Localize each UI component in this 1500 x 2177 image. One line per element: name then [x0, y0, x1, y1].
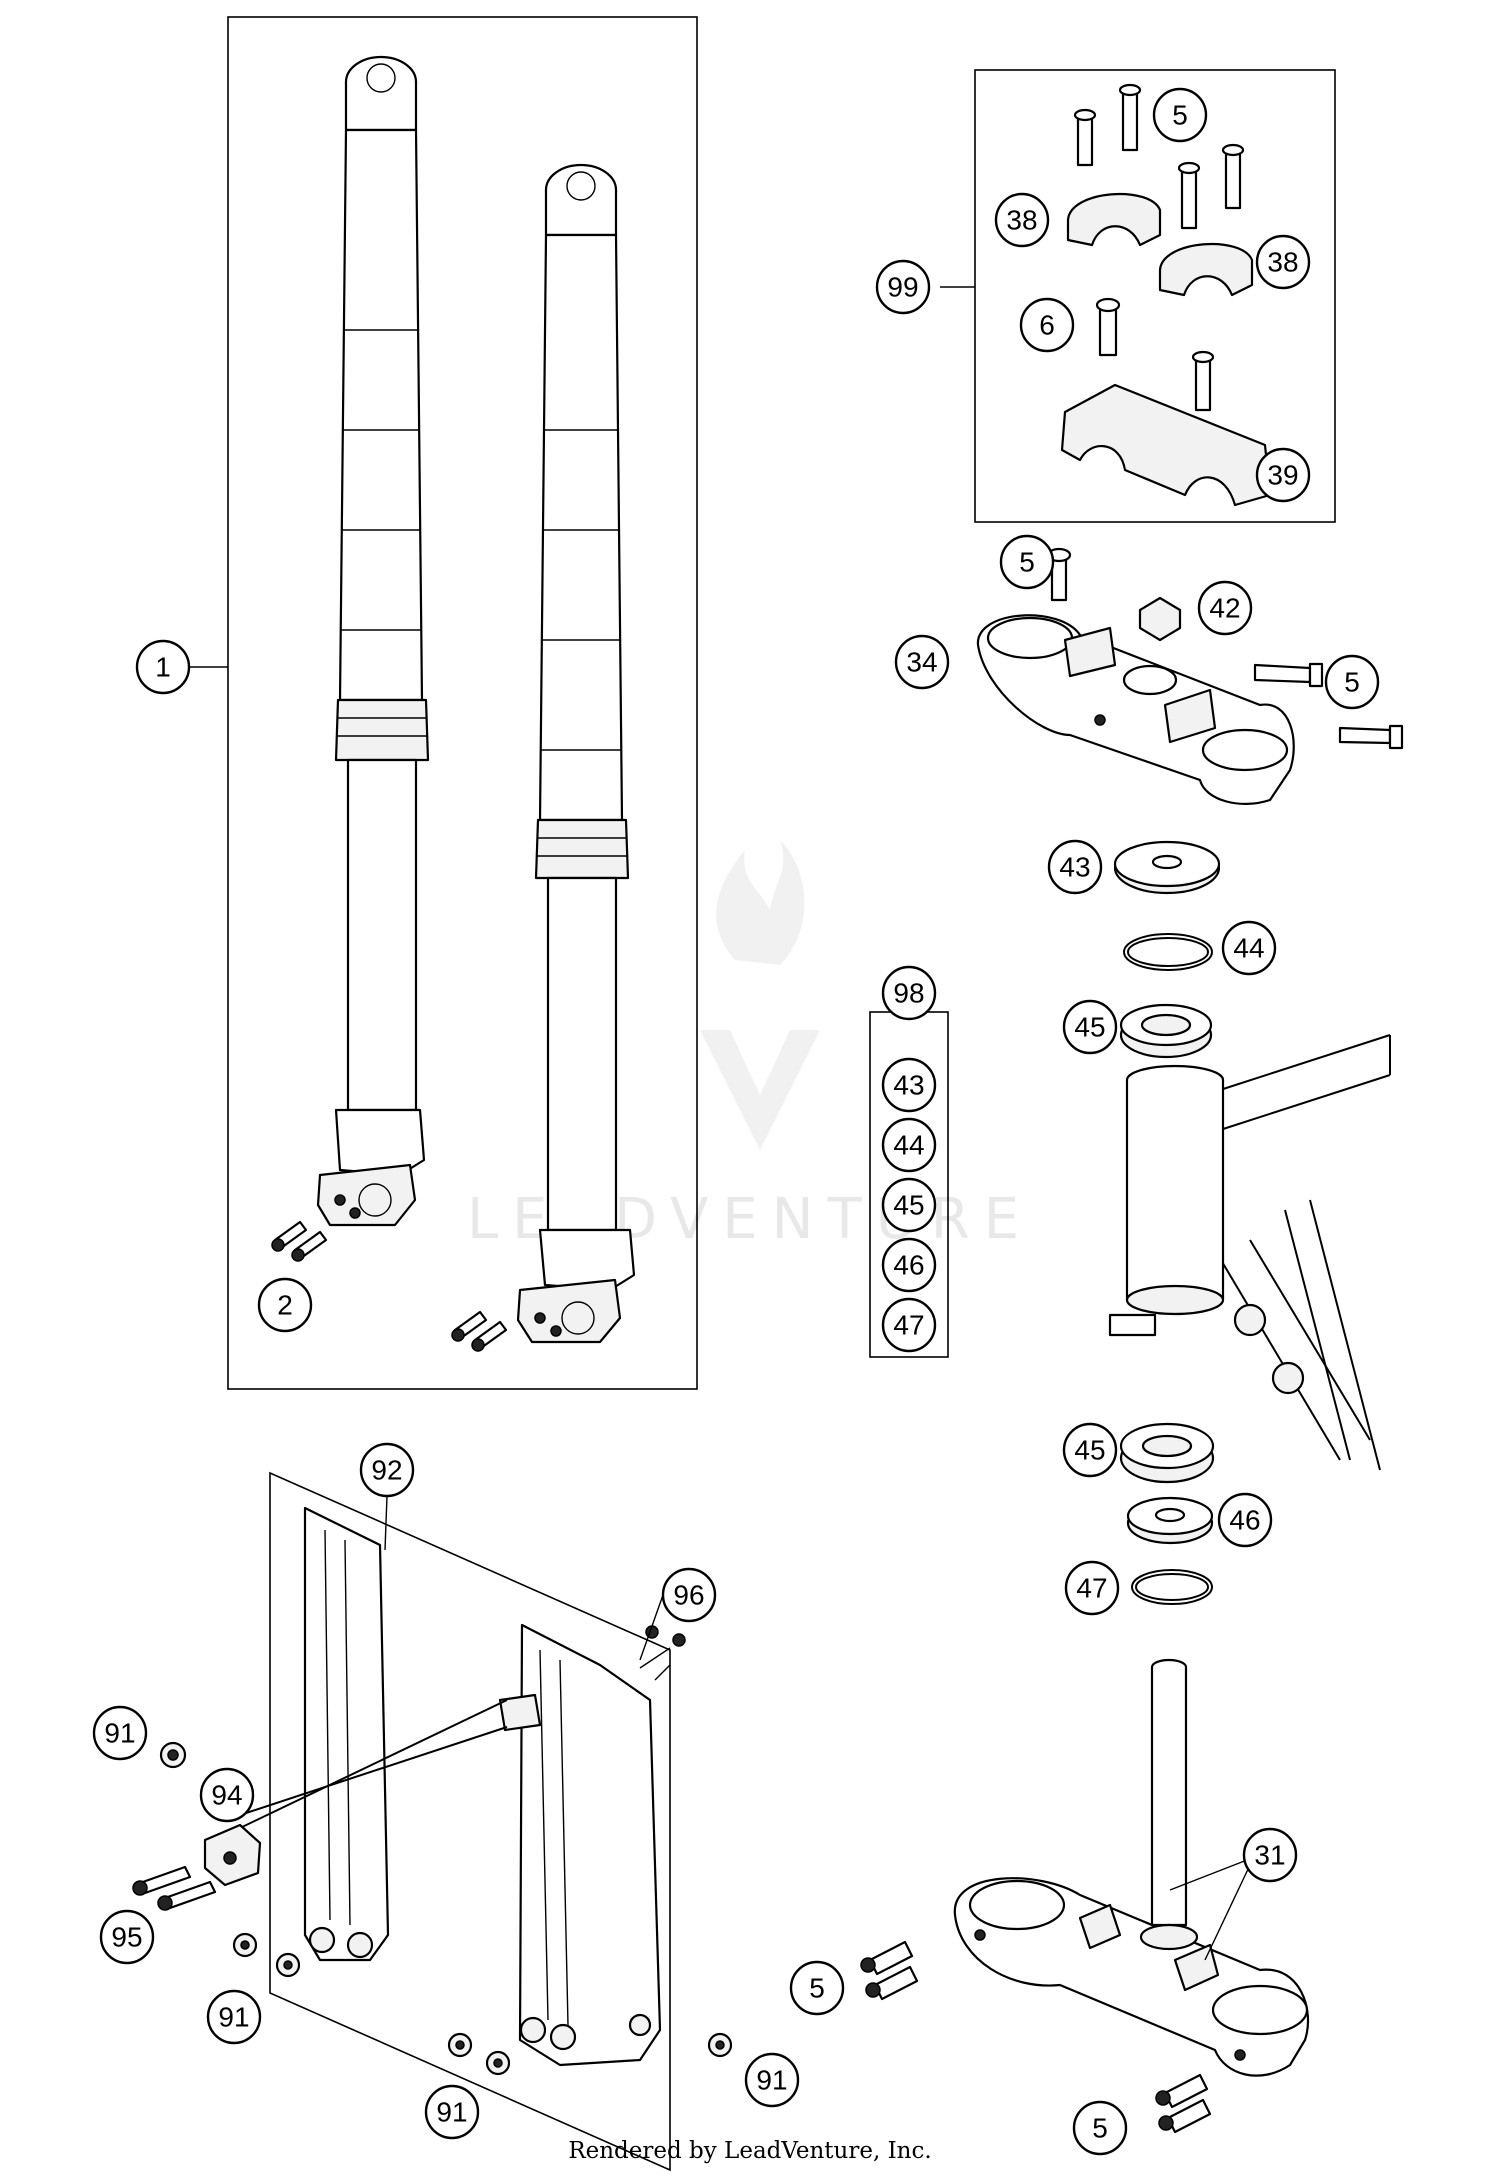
- callout-45[interactable]: 45: [881, 1177, 937, 1233]
- svg-text:43: 43: [1059, 852, 1090, 883]
- svg-text:45: 45: [1074, 1012, 1105, 1043]
- svg-text:5: 5: [1092, 2113, 1108, 2144]
- upper-triple-clamp: [976, 547, 1404, 805]
- frame-head-tube: [1108, 1034, 1391, 1471]
- callout-43[interactable]: 43: [881, 1057, 937, 1113]
- svg-text:99: 99: [887, 272, 918, 303]
- svg-text:44: 44: [893, 1130, 924, 1161]
- svg-text:94: 94: [211, 1780, 242, 1811]
- svg-text:96: 96: [673, 1580, 704, 1611]
- axle-clamp-screws: [271, 1220, 508, 1352]
- svg-text:2: 2: [277, 1290, 293, 1321]
- callout-5[interactable]: 5: [789, 1960, 845, 2016]
- callout-5[interactable]: 5: [1152, 87, 1208, 143]
- callout-92[interactable]: 92: [359, 1442, 415, 1498]
- fork-guard-frame: [269, 1471, 671, 2172]
- svg-text:91: 91: [104, 1718, 135, 1749]
- svg-text:92: 92: [371, 1455, 402, 1486]
- callout-6[interactable]: 6: [1019, 297, 1075, 353]
- svg-text:6: 6: [1039, 310, 1055, 341]
- callout-98[interactable]: 98: [881, 965, 937, 1021]
- steering-bearing-lower: [1119, 1422, 1215, 1605]
- footer-credit: Rendered by LeadVenture, Inc.: [568, 2138, 931, 2164]
- callout-47[interactable]: 47: [1064, 1560, 1120, 1616]
- handlebar-clamp-parts: [1060, 83, 1272, 507]
- svg-text:91: 91: [218, 2002, 249, 2033]
- svg-text:95: 95: [111, 1922, 142, 1953]
- svg-text:5: 5: [1344, 667, 1360, 698]
- callout-1[interactable]: 1: [135, 639, 191, 695]
- callout-39[interactable]: 39: [1255, 447, 1311, 503]
- svg-text:91: 91: [436, 2097, 467, 2128]
- callout-38[interactable]: 38: [994, 192, 1050, 248]
- callout-47[interactable]: 47: [881, 1297, 937, 1353]
- callout-34[interactable]: 34: [894, 634, 950, 690]
- fork-group-frame: [227, 16, 698, 1390]
- svg-text:46: 46: [893, 1250, 924, 1281]
- callout-46[interactable]: 46: [1217, 1492, 1273, 1548]
- svg-text:43: 43: [893, 1070, 924, 1101]
- callout-5[interactable]: 5: [1072, 2100, 1128, 2156]
- callout-43[interactable]: 43: [1047, 839, 1103, 895]
- leader-96: [639, 1594, 664, 1661]
- lower-triple-clamp: [953, 1658, 1310, 2077]
- handlebar-clamp-kit-frame: [974, 69, 1336, 523]
- svg-text:46: 46: [1229, 1505, 1260, 1536]
- callout-99[interactable]: 99: [875, 259, 931, 315]
- callout-44[interactable]: 44: [881, 1117, 937, 1173]
- svg-text:44: 44: [1233, 933, 1264, 964]
- svg-text:5: 5: [1019, 547, 1035, 578]
- callout-91[interactable]: 91: [92, 1705, 148, 1761]
- svg-text:39: 39: [1267, 460, 1298, 491]
- left-fork-leg: [316, 55, 430, 1227]
- callout-96[interactable]: 96: [661, 1567, 717, 1623]
- callout-91[interactable]: 91: [206, 1989, 262, 2045]
- callout-2[interactable]: 2: [257, 1277, 313, 1333]
- callout-31[interactable]: 31: [1242, 1827, 1298, 1883]
- watermark-logo: [700, 840, 820, 1150]
- svg-text:5: 5: [1172, 100, 1188, 131]
- svg-text:38: 38: [1006, 205, 1037, 236]
- leader-92: [384, 1495, 388, 1551]
- callout-95[interactable]: 95: [99, 1909, 155, 1965]
- svg-text:47: 47: [1076, 1573, 1107, 1604]
- svg-text:45: 45: [1074, 1435, 1105, 1466]
- fork-guards: [214, 1506, 686, 2067]
- right-fork-leg: [516, 163, 636, 1344]
- callout-42[interactable]: 42: [1197, 580, 1253, 636]
- callout-91[interactable]: 91: [744, 2052, 800, 2108]
- callout-5[interactable]: 5: [1324, 654, 1380, 710]
- svg-text:5: 5: [809, 1973, 825, 2004]
- callout-91[interactable]: 91: [424, 2084, 480, 2140]
- callout-5[interactable]: 5: [999, 534, 1055, 590]
- callout-44[interactable]: 44: [1221, 920, 1277, 976]
- callout-45[interactable]: 45: [1062, 1422, 1118, 1478]
- svg-text:91: 91: [756, 2065, 787, 2096]
- callout-94[interactable]: 94: [199, 1767, 255, 1823]
- callout-38[interactable]: 38: [1255, 234, 1311, 290]
- svg-text:1: 1: [155, 652, 171, 683]
- svg-text:31: 31: [1254, 1840, 1285, 1871]
- steering-bearing-upper: [1113, 840, 1221, 1059]
- callout-45[interactable]: 45: [1062, 999, 1118, 1055]
- lower-clamp-bolts: [860, 1940, 1212, 2134]
- svg-text:38: 38: [1267, 247, 1298, 278]
- svg-text:45: 45: [893, 1190, 924, 1221]
- guard-clamp-and-screws: [132, 1741, 733, 2076]
- svg-text:47: 47: [893, 1310, 924, 1341]
- callout-46[interactable]: 46: [881, 1237, 937, 1293]
- svg-text:34: 34: [906, 647, 937, 678]
- svg-text:42: 42: [1209, 593, 1240, 624]
- svg-text:98: 98: [893, 978, 924, 1009]
